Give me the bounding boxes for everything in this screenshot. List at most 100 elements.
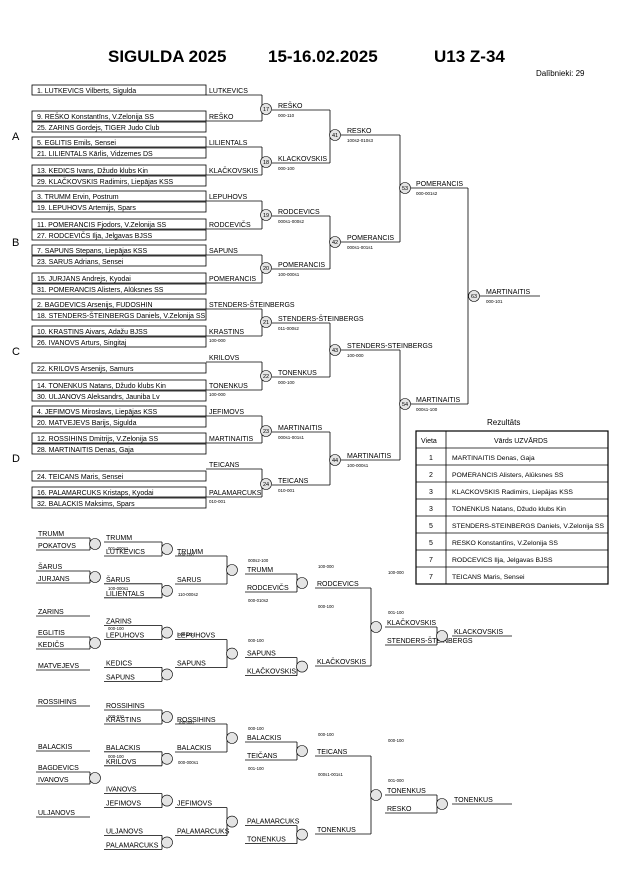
r1-winner: KLAČKOVSKIS [209, 166, 258, 175]
rep-upper-r4-name: SAPUNS [247, 651, 276, 658]
entry-box [31, 362, 207, 374]
r1-winner: STENDERS-ŠTEINBERGS [209, 300, 295, 309]
results-name: TONENKUS Natans, Džudo klubs Kin [452, 506, 566, 513]
rep-upper-score: 001-000s1 [108, 546, 129, 551]
rep-lower-r4-name: BALACKIS [247, 735, 282, 742]
rep-upper-score: 000-100 [178, 632, 194, 637]
entry-box [31, 309, 207, 321]
participant-count: Dalībnieki: 29 [536, 69, 585, 78]
rep-lower-score: 100-000 [178, 720, 194, 725]
pool-label: A [12, 131, 20, 143]
rep-upper-r6-name: STENDERS-ŠTEINBERGS [387, 636, 473, 645]
rep-upper-r2-name: SAPUNS [106, 674, 135, 681]
rep-lower-r1-circle [89, 772, 101, 784]
entry-box [31, 175, 207, 187]
rep-upper-r3-name: TRUMM [177, 549, 203, 556]
rep-lower-r3-name: JEFIMOVS [177, 801, 212, 808]
rep-upper-score: 000-100 [318, 604, 334, 609]
rep-lower-r1-name: ULJANOVS [38, 810, 75, 817]
rep-upper-r1-name: ŠARUS [38, 562, 62, 571]
rep-upper-r1-name: EGLITIS [38, 630, 65, 637]
rep-lower-r4-circle [296, 828, 308, 841]
rep-upper-r1-name: KEDIČS [38, 640, 64, 649]
entry-name: 26. IVANOVS Arturs, Singitaj [37, 340, 127, 347]
entry-name: 16. PALAMARCUKS Kristaps, Kyodai [37, 490, 154, 497]
rep-lower-score: 000-100 [248, 726, 264, 731]
results-name: MARTINAITIS Denas, Gaja [452, 455, 535, 462]
final-score: 000-101 [486, 299, 503, 304]
event-title: SIGULDA 2025 [108, 47, 226, 66]
entry-name: 1. LUTKEVICS Vilberts, Sigulda [37, 88, 136, 95]
entry-box [31, 443, 207, 455]
entry-name: 10. KRASTINS Aivars, Adažu BJSS [37, 329, 148, 336]
rep-upper-r3-name: SARUS [177, 577, 201, 584]
r4-winner: MARTINAITIS [416, 397, 461, 404]
r3-winner: RESKO [347, 128, 372, 135]
r3-score: 000s1-001s1 [347, 245, 374, 250]
rep-lower-r1-name: IVANOVS [38, 777, 69, 784]
entry-box [31, 110, 207, 122]
rep-lower-r2-name: KRASTINS [106, 717, 141, 724]
results-title: Rezultāts [487, 418, 520, 427]
entry-box [31, 272, 207, 284]
r1-score: 100-000 [209, 392, 226, 397]
rep-lower-r2-name: ROSSIHINS [106, 703, 145, 710]
rep-upper-r4-circle [296, 577, 308, 589]
rep-lower-r1-name: BAGDEVICS [38, 765, 79, 772]
rep-upper-score: 000s2-100 [248, 558, 269, 563]
entry-box [31, 147, 207, 159]
rep-lower-r2-name: JEFIMOVS [106, 801, 141, 808]
r2-score: 000s1-001s1 [278, 435, 305, 440]
entry-box [31, 244, 207, 256]
entry-name: 22. KRILOVS Arsenijs, Samurs [37, 366, 134, 373]
entry-name: 9. REŠKO Konstantīns, V.Zelonija SS [37, 112, 154, 121]
rep-lower-r2-circle [161, 711, 173, 723]
rep-lower-r2-circle [161, 752, 173, 765]
rep-upper-r1-name: JURJANS [38, 576, 70, 583]
rep-lower-r6-name: TONENKUS [387, 788, 426, 795]
r2-match-circle [260, 478, 272, 490]
match-number: 21 [263, 320, 269, 326]
results-place: 7 [429, 574, 433, 581]
r4-match-circle [399, 182, 411, 194]
r2-winner: TONENKUS [278, 370, 317, 377]
r1-winner: SAPUNS [209, 248, 238, 255]
match-number: 42 [332, 240, 338, 246]
rep-upper-r1-circle [89, 637, 101, 649]
r3-score: 100-000s1 [347, 463, 369, 468]
rep-upper-score: 100-000s1 [108, 586, 129, 591]
r2-score: 000-100 [278, 166, 295, 171]
results-name: TEICANS Maris, Sensei [452, 574, 525, 581]
entry-name: 32. BALACKIS Maksims, Spars [37, 501, 135, 508]
rep-lower-r3-circle [226, 815, 238, 828]
r1-winner: PALAMARCUKS [209, 490, 262, 497]
rep-lower-r5-name: TONENKUS [317, 827, 356, 834]
rep-upper-r1-name: MATVEJEVS [38, 663, 79, 670]
entry-name: 30. ULJANOVS Aleksandrs, Jauniba Lv [37, 394, 160, 401]
results-table [415, 430, 609, 585]
results-header-place: Vieta [421, 438, 437, 445]
entry-name: 23. SARUS Adrians, Sensei [37, 259, 124, 266]
r1-winner: LEPUHOVS [209, 194, 247, 201]
match-number: 23 [263, 429, 269, 435]
entry-box [31, 336, 207, 348]
final-winner: MARTINAITIS [486, 289, 531, 296]
match-number: 17 [263, 107, 269, 113]
rep-upper-r1-name: TRUMM [38, 531, 64, 538]
rep-lower-score: 000-100 [108, 754, 124, 759]
r2-match-circle [260, 103, 272, 115]
category-title: U13 Z-34 [434, 47, 505, 66]
entry-name: 5. EGLITIS Emils, Sensei [37, 140, 116, 147]
match-number: 18 [263, 160, 269, 166]
entry-box [31, 136, 207, 148]
rep-upper-score: 001-100 [388, 610, 404, 615]
results-place: 5 [429, 540, 433, 547]
rep-upper-r4-circle [296, 660, 308, 673]
rep-upper-r6-name: KLAČKOVSKIS [387, 618, 436, 627]
rep-upper-r6-circle [436, 630, 448, 642]
rep-upper-r2-name: LEPUHOVS [106, 633, 144, 640]
entry-name: 24. TEICANS Maris, Sensei [37, 474, 124, 481]
r2-winner: KLACKOVSKIS [278, 156, 327, 163]
rep-lower-r2-name: PALAMARCUKS [106, 842, 159, 849]
entry-box [31, 229, 207, 241]
